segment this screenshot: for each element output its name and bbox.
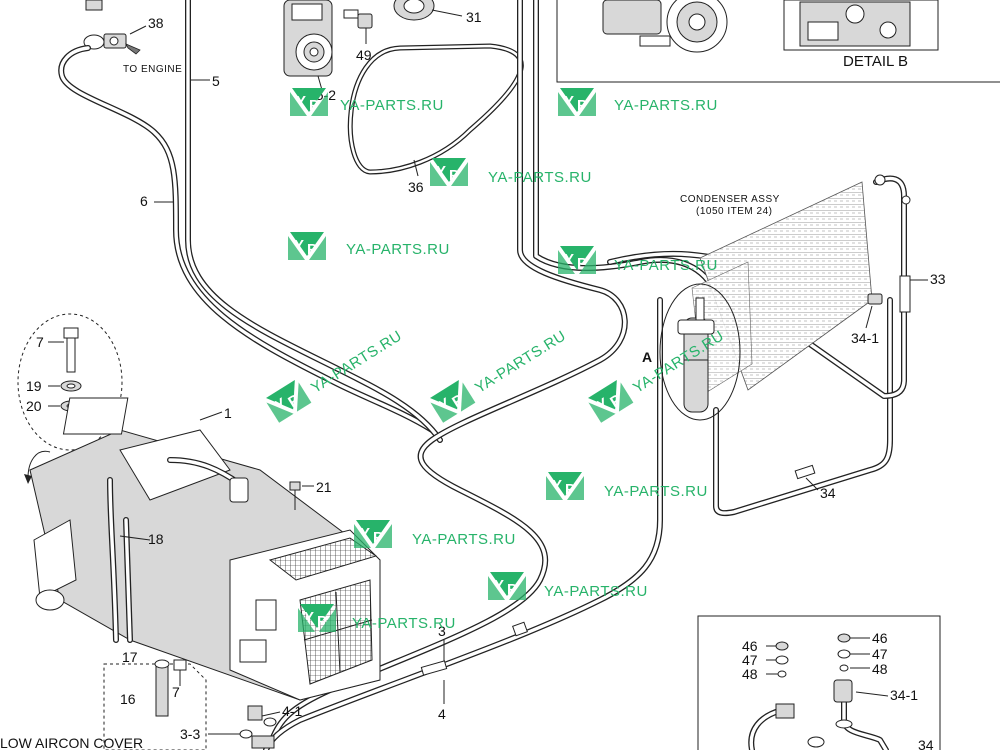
callout-47-left: 47 [742, 652, 758, 668]
svg-text:YA-PARTS.RU: YA-PARTS.RU [604, 483, 708, 500]
callout-34-1-detail: 34-1 [890, 687, 918, 703]
callout-36: 36 [408, 179, 424, 195]
callout-38: 38 [148, 15, 164, 31]
callout-3: 3 [438, 623, 446, 639]
hvac-unit-1 [29, 397, 381, 701]
callout-34: 34 [820, 485, 836, 501]
detail-b-valve-sketch [799, 1, 911, 47]
watermark-3: YA-PARTS.RU [430, 158, 592, 186]
callout-33: 33 [930, 271, 946, 287]
callout-47-right: 47 [872, 646, 888, 662]
compressor-sketch [602, 0, 728, 53]
callout-18: 18 [148, 531, 164, 547]
callout-34-detail: 34 [918, 737, 934, 750]
watermark-2: YA-PARTS.RU [558, 88, 718, 116]
watermark-1: YA-PARTS.RU [290, 88, 444, 116]
detail-b-frame: DETAIL B [556, 0, 1000, 83]
svg-text:YA-PARTS.RU: YA-PARTS.RU [352, 615, 456, 632]
low-aircon-cover-16 [103, 659, 207, 750]
watermark-12: YA-PARTS.RU [298, 604, 456, 632]
fitting-38 [83, 0, 147, 55]
svg-text:YA-PARTS.RU: YA-PARTS.RU [614, 257, 718, 274]
detail-a-label: A [642, 349, 652, 365]
callout-21: 21 [316, 479, 332, 495]
callout-48-right: 48 [872, 661, 888, 677]
callout-34-1: 34-1 [851, 330, 879, 346]
condenser-ref: (1050 ITEM 24) [696, 206, 772, 217]
watermark-10: YA-PARTS.RU [354, 520, 516, 548]
callout-5: 5 [212, 73, 220, 89]
seal-detail-box [697, 615, 941, 750]
svg-text:YA-PARTS.RU: YA-PARTS.RU [488, 169, 592, 186]
svg-text:YA-PARTS.RU: YA-PARTS.RU [472, 327, 569, 396]
svg-text:YA-PARTS.RU: YA-PARTS.RU [346, 241, 450, 258]
fitting-3-3 [208, 729, 275, 749]
receiver-drier-detail-a [659, 283, 741, 421]
callout-31: 31 [466, 9, 482, 25]
callout-6: 6 [140, 193, 148, 209]
svg-text:YA-PARTS.RU: YA-PARTS.RU [544, 583, 648, 600]
watermark-4: YA-PARTS.RU [288, 232, 450, 260]
callout-46-left: 46 [742, 638, 758, 654]
pulley-assembly-35-2 [283, 0, 333, 91]
screw-21 [289, 481, 314, 510]
callout-7b: 7 [172, 684, 180, 700]
low-aircon-cover-label: LOW AIRCON COVER [0, 735, 143, 750]
callout-20: 20 [26, 398, 42, 414]
watermark-9: YA-PARTS.RU [546, 472, 708, 500]
callout-1: 1 [224, 405, 232, 421]
callout-16: 16 [120, 691, 136, 707]
svg-text:YA-PARTS.RU: YA-PARTS.RU [340, 97, 444, 114]
bolt-49 [343, 9, 373, 44]
svg-text:YA-PARTS.RU: YA-PARTS.RU [614, 97, 718, 114]
watermark-5: YA-PARTS.RU [558, 246, 718, 274]
fitting-4-1 [247, 705, 281, 727]
condenser-title: CONDENSER ASSY [680, 194, 780, 205]
callout-4-1: 4-1 [282, 703, 302, 719]
callout-4: 4 [438, 706, 446, 722]
callout-17: 17 [122, 649, 138, 665]
svg-text:YA-PARTS.RU: YA-PARTS.RU [412, 531, 516, 548]
to-engine-label: TO ENGINE [123, 64, 182, 75]
callout-49: 49 [356, 47, 372, 63]
refrigerant-pipes [58, 0, 907, 750]
callout-46-right: 46 [872, 630, 888, 646]
callout-7: 7 [36, 334, 44, 350]
callout-48-left: 48 [742, 666, 758, 682]
watermark-11: YA-PARTS.RU [488, 572, 648, 600]
idler-pulley-31 [393, 0, 463, 21]
detail-b-label: DETAIL B [843, 53, 908, 70]
callout-3-3: 3-3 [180, 726, 200, 742]
callout-19: 19 [26, 378, 42, 394]
